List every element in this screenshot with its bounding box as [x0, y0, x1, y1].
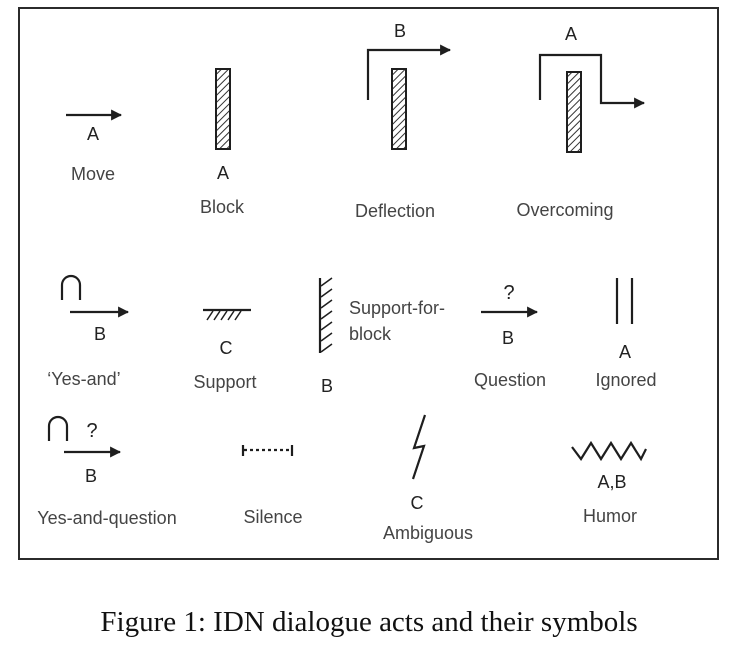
support-for-block-label-line1: Support-for- [349, 298, 445, 318]
move-symbol: A Move [66, 109, 123, 184]
block-party: A [217, 163, 229, 183]
yes-and-question-mark-icon: ? [86, 420, 97, 442]
support-for-block-hatch-icon [320, 277, 333, 353]
block-bar-icon [215, 68, 231, 150]
question-mark-icon: ? [503, 282, 514, 304]
ambiguous-symbol: C Ambiguous [383, 414, 473, 543]
yes-and-question-symbol: ? B Yes-and-question [37, 415, 177, 528]
support-hatch-icon [206, 310, 242, 321]
ignored-symbol: A Ignored [595, 278, 657, 390]
silence-label: Silence [243, 507, 302, 527]
zigzag-icon [571, 440, 647, 462]
support-party: C [220, 338, 233, 358]
yes-and-label: ‘Yes-and’ [47, 369, 120, 389]
yes-and-cap-icon [60, 274, 82, 300]
humor-label: Humor [583, 506, 637, 526]
block-label: Block [200, 197, 245, 217]
yes-and-party: B [94, 324, 106, 344]
support-for-block-label-line2: block [349, 324, 392, 344]
move-party: A [87, 124, 99, 144]
overcoming-bar-icon [566, 71, 582, 153]
overcoming-label: Overcoming [516, 200, 613, 220]
yes-and-question-party: B [85, 466, 97, 486]
move-label: Move [71, 164, 115, 184]
ignored-party: A [619, 342, 631, 362]
support-for-block-symbol: B Support-for- block [318, 277, 445, 396]
deflection-symbol: B Deflection [355, 21, 452, 221]
support-symbol: C Support [193, 308, 257, 392]
overcoming-arrow-icon [538, 53, 646, 109]
humor-party: A,B [597, 472, 626, 492]
ambiguous-label: Ambiguous [383, 523, 473, 543]
silence-symbol: Silence [241, 445, 303, 527]
block-symbol: A Block [200, 68, 245, 217]
deflection-bar-icon [391, 68, 407, 150]
yes-and-question-label: Yes-and-question [37, 508, 176, 528]
support-label: Support [193, 372, 256, 392]
question-party: B [502, 328, 514, 348]
support-for-block-party: B [321, 376, 333, 396]
ambiguous-party: C [411, 493, 424, 513]
overcoming-party: A [565, 24, 577, 44]
ignored-label: Ignored [595, 370, 656, 390]
lightning-icon [411, 414, 427, 480]
deflection-party: B [394, 21, 406, 41]
diagram-frame [18, 7, 719, 560]
humor-symbol: A,B Humor [571, 440, 647, 526]
figure-caption: Figure 1: IDN dialogue acts and their sy… [100, 606, 638, 638]
overcoming-symbol: A Overcoming [516, 24, 646, 220]
question-label: Question [474, 370, 546, 390]
deflection-arrow-icon [366, 44, 452, 100]
question-symbol: ? B Question [474, 282, 546, 390]
yes-and-symbol: B ‘Yes-and’ [47, 274, 130, 389]
yes-and-question-cap-icon [47, 415, 69, 441]
deflection-label: Deflection [355, 201, 435, 221]
